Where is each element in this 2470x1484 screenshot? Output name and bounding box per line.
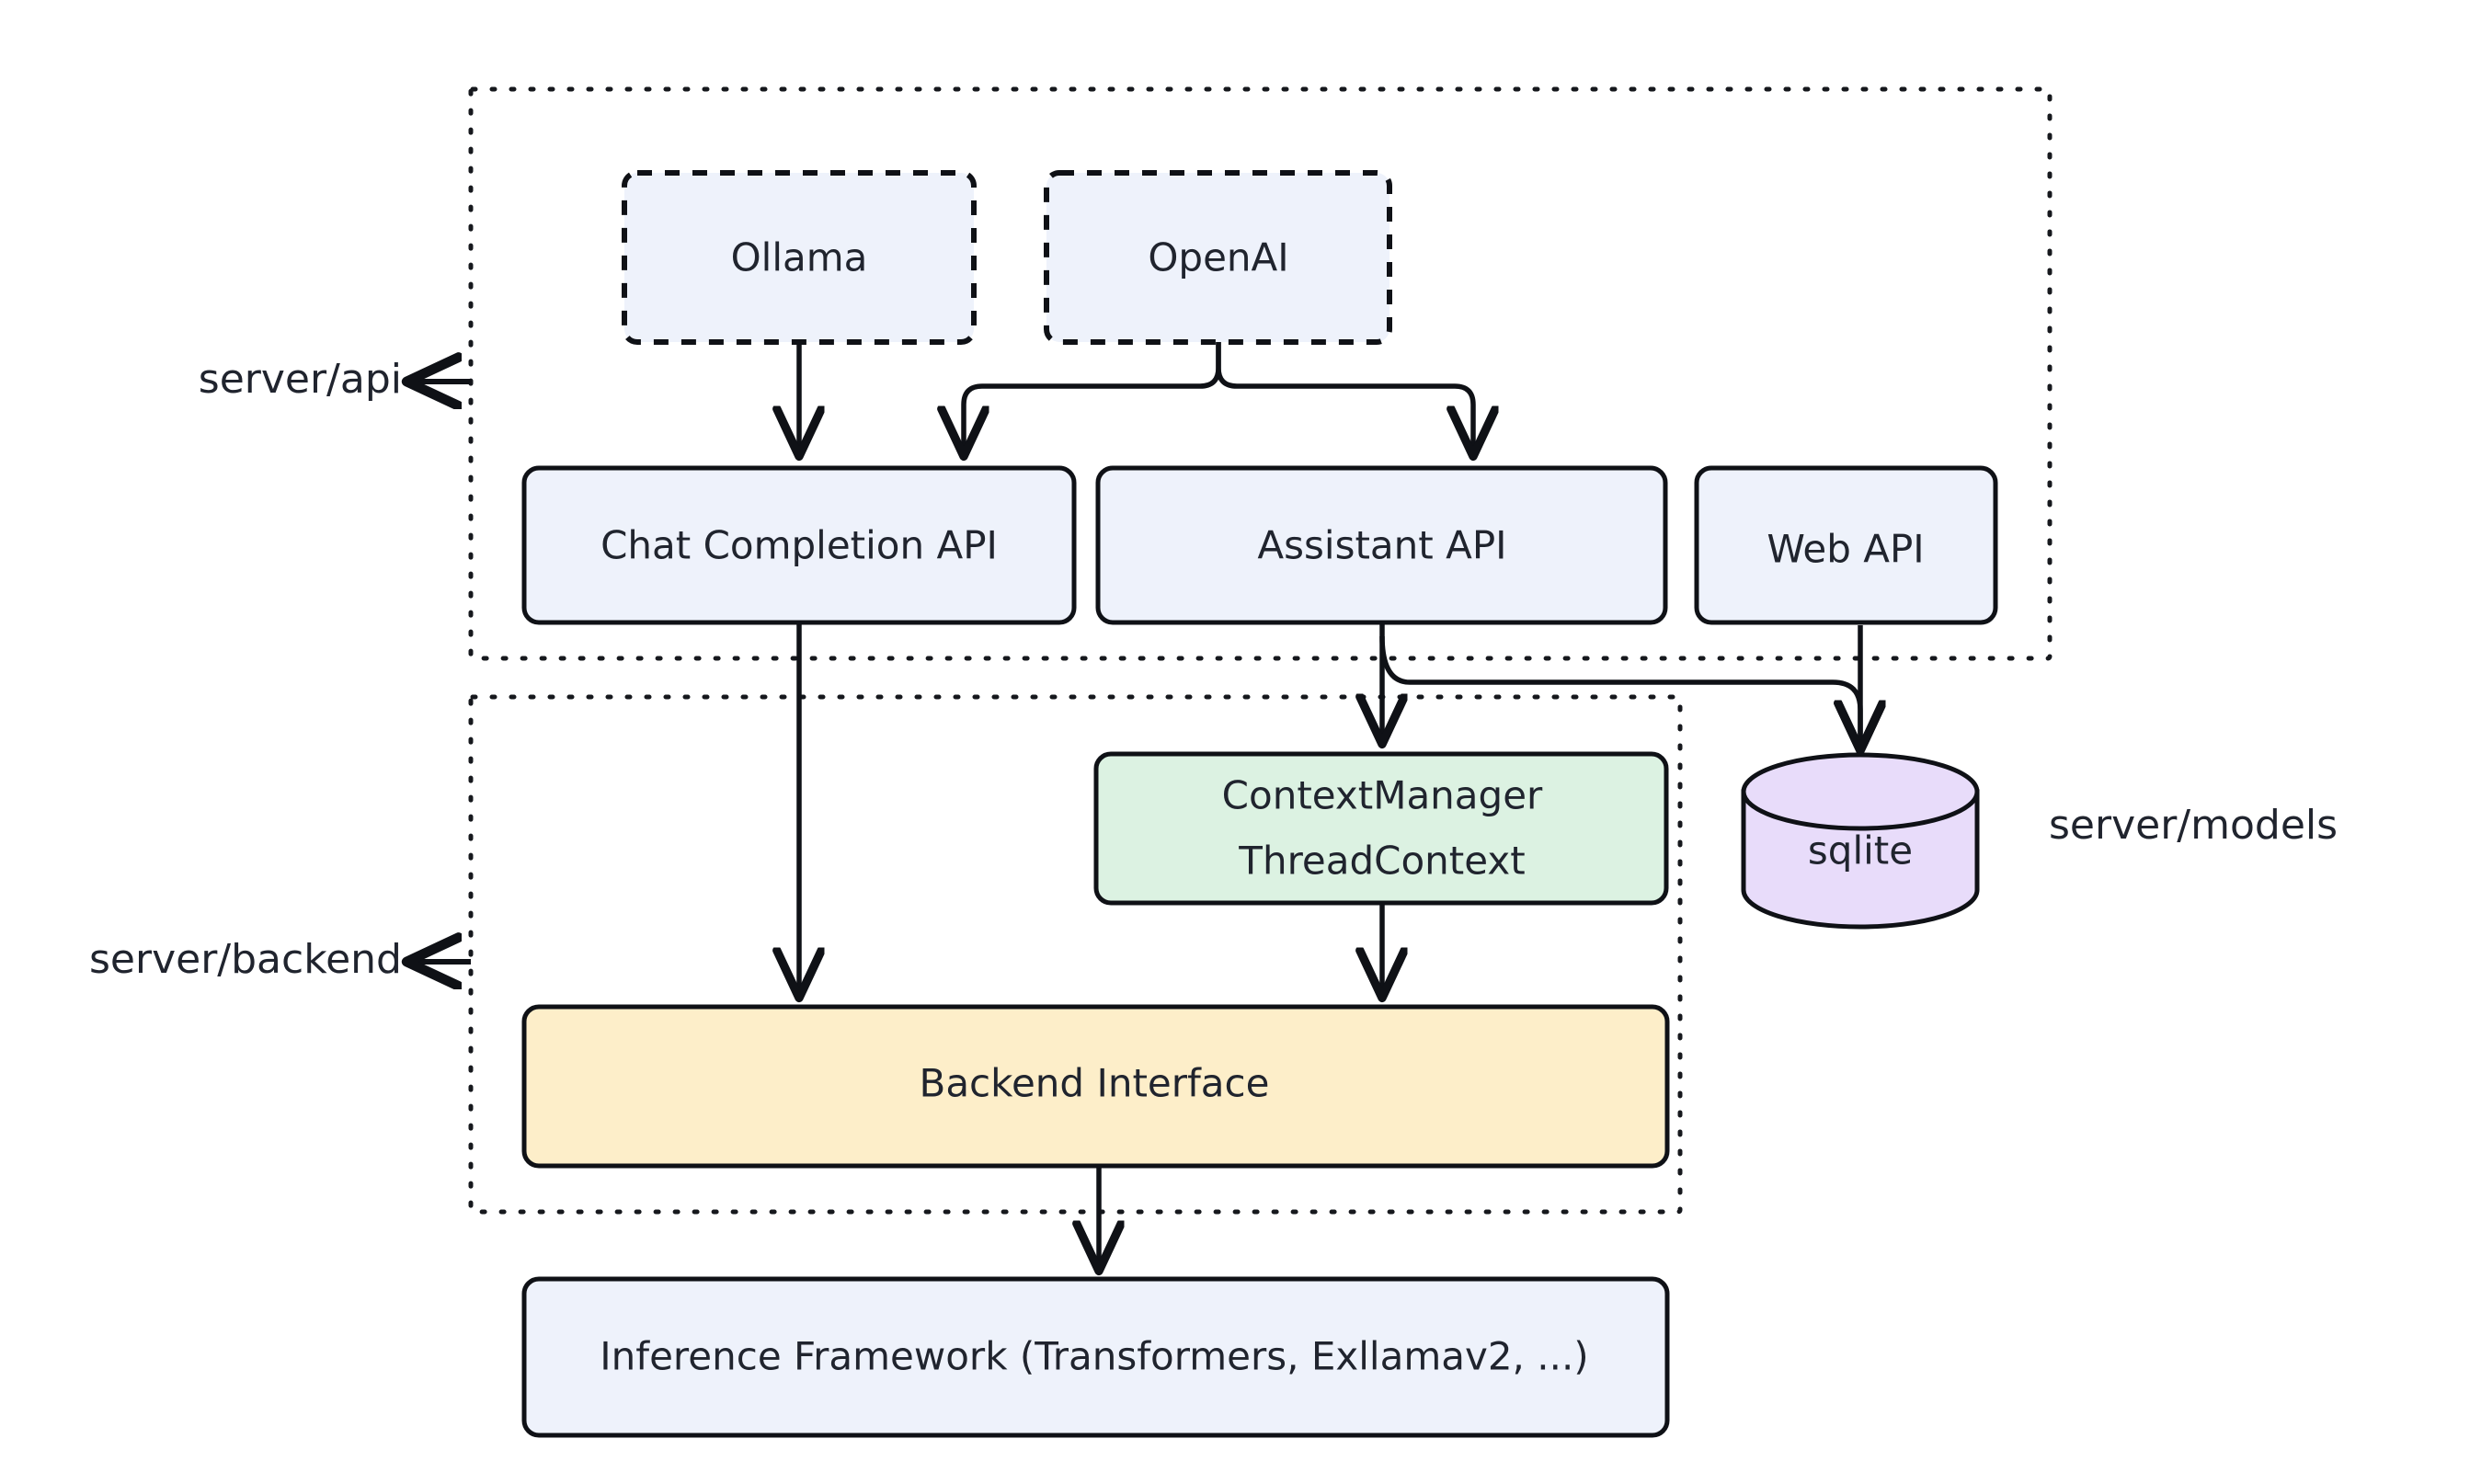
node-web-api-shape[interactable] <box>1694 465 1998 625</box>
zone-label-server-backend: server/backend <box>89 936 402 983</box>
node-inference-framework[interactable]: Inference Framework (Transformers, Exlla… <box>521 1276 1670 1438</box>
edge-openai-to-chat <box>964 342 1221 452</box>
node-sqlite-top-ellipse <box>1741 752 1980 831</box>
node-chat-completion-api-shape[interactable] <box>521 465 1077 625</box>
node-context-manager[interactable]: ContextManager ThreadContext <box>1093 751 1669 906</box>
node-web-api-label: Web API <box>1767 527 1924 572</box>
node-chat-completion-api-label: Chat Completion API <box>600 523 998 568</box>
node-sqlite[interactable]: sqlite <box>1741 752 1980 930</box>
zone-server-backend <box>468 694 1683 1215</box>
node-backend-interface-shape[interactable] <box>521 1004 1670 1169</box>
node-assistant-api[interactable]: Assistant API <box>1095 465 1668 625</box>
node-chat-completion-api[interactable]: Chat Completion API <box>521 465 1077 625</box>
node-openai-shape[interactable] <box>1044 170 1392 345</box>
zone-label-server-backend-group: server/backend <box>89 936 471 983</box>
zone-label-server-api: server/api <box>199 356 402 403</box>
node-ollama[interactable]: Ollama <box>622 170 977 345</box>
edge-assistant-to-sqlite <box>1379 635 1860 747</box>
node-ollama-shape[interactable] <box>622 170 977 345</box>
node-openai-label: OpenAI <box>1148 235 1288 280</box>
zone-server-api <box>468 86 2053 661</box>
node-context-manager-shape[interactable] <box>1093 751 1669 906</box>
zone-label-server-models: server/models <box>2049 802 2338 849</box>
node-context-manager-label-line2: ThreadContext <box>1238 839 1525 884</box>
node-inference-framework-label: Inference Framework (Transformers, Exlla… <box>600 1334 1588 1379</box>
node-web-api[interactable]: Web API <box>1694 465 1998 625</box>
node-sqlite-label: sqlite <box>1808 828 1913 873</box>
node-ollama-label: Ollama <box>731 235 868 280</box>
zone-label-server-api-group: server/api <box>199 356 471 403</box>
edge-openai-to-assistant <box>1216 342 1473 452</box>
node-backend-interface-label: Backend Interface <box>920 1061 1270 1106</box>
node-backend-interface[interactable]: Backend Interface <box>521 1004 1670 1169</box>
node-assistant-api-label: Assistant API <box>1257 523 1506 568</box>
node-inference-framework-shape[interactable] <box>521 1276 1670 1438</box>
node-context-manager-label-line1: ContextManager <box>1222 773 1543 818</box>
node-openai[interactable]: OpenAI <box>1044 170 1392 345</box>
node-assistant-api-shape[interactable] <box>1095 465 1668 625</box>
